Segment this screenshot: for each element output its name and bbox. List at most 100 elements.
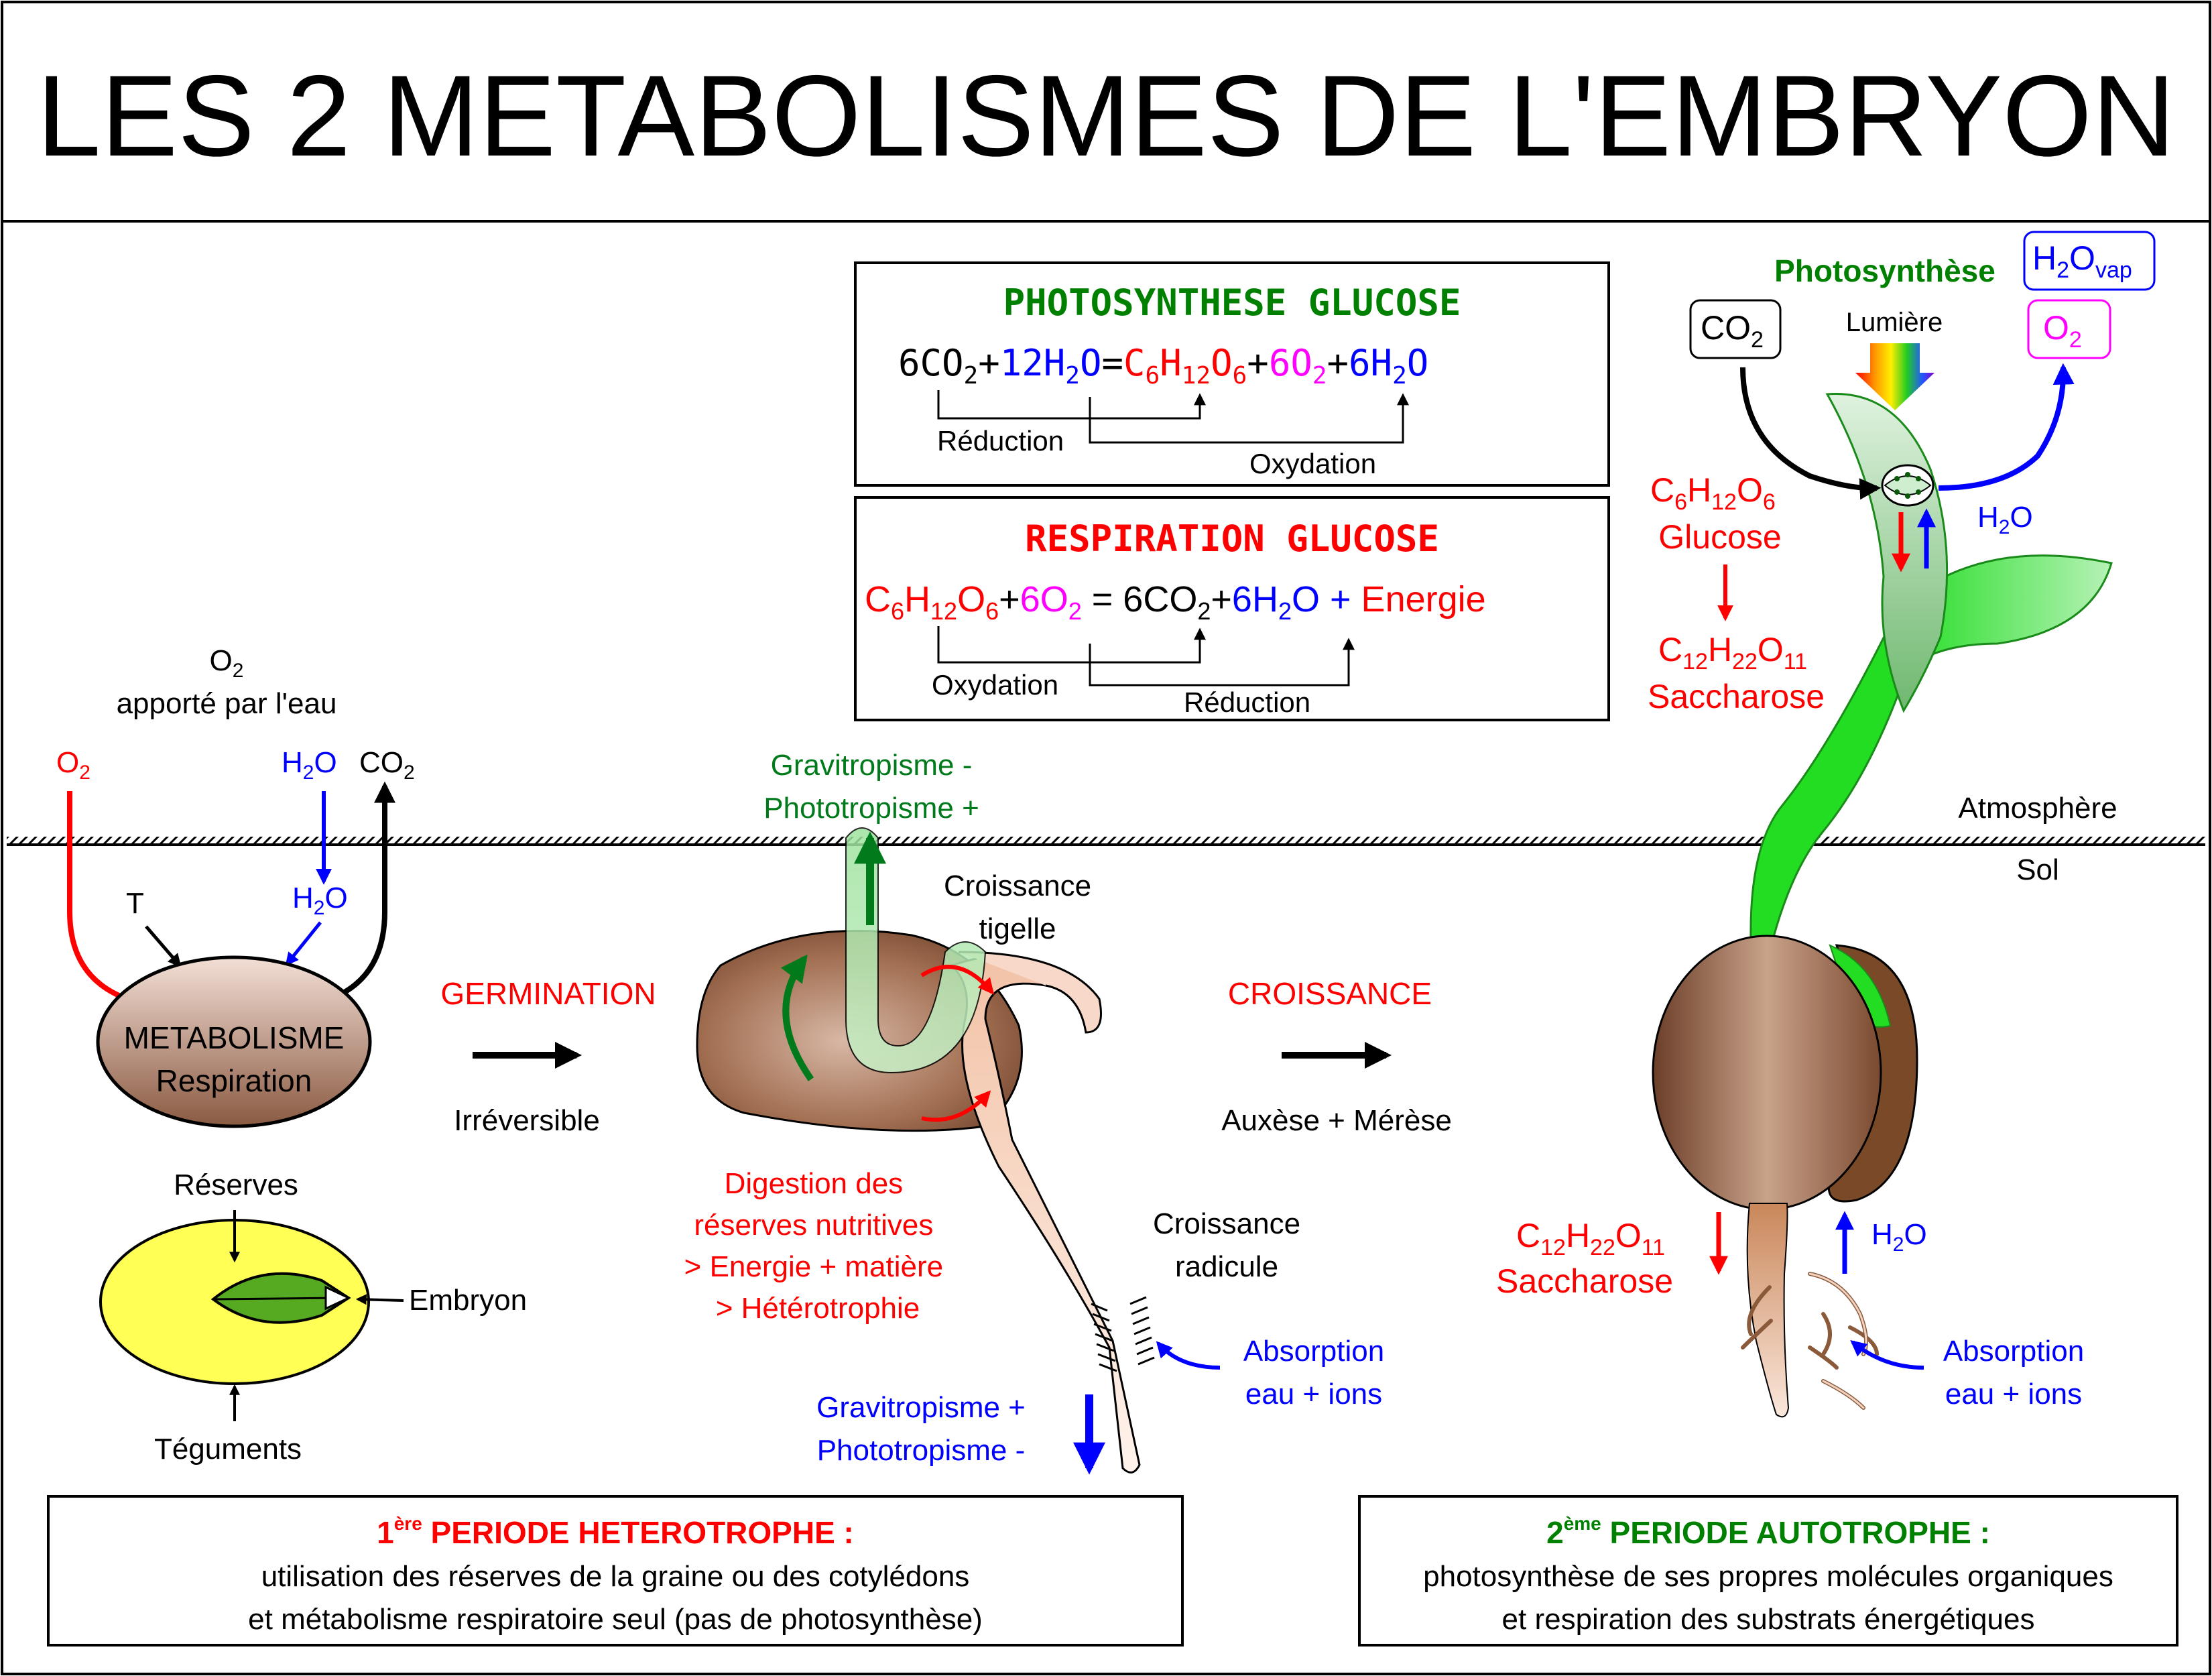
photosynthesis-box: PHOTOSYNTHESE GLUCOSE 6CO2+12H2O=C6H12O6…	[854, 261, 1610, 487]
o2-label: O2	[2043, 309, 2082, 353]
tigelle-label-2: tigelle	[979, 912, 1056, 945]
embryo-label: Embryon	[409, 1284, 527, 1317]
radicule-label-1: Croissance	[1153, 1207, 1300, 1240]
bottom-right-box: 2ème PERIODE AUTOTROPHE : photosynthèse …	[1358, 1495, 2178, 1647]
second-leaf	[1896, 554, 2113, 680]
middle-panel: Gravitropisme - Phototropisme + Croissan…	[684, 749, 1384, 1475]
h2o-leaf-label: H2O	[1977, 501, 2033, 538]
bottom-left-line2: et métabolisme respiratoire seul (pas de…	[248, 1603, 983, 1636]
light-arrow	[1855, 343, 1934, 410]
right-panel: Photosynthèse H2Ovap CO2 Lumière O2	[1496, 231, 2156, 1418]
temperature-arrow	[145, 925, 182, 968]
o2-box	[2027, 299, 2111, 359]
respiration-title: RESPIRATION GLUCOSE	[1025, 518, 1439, 560]
left-panel: O2 apporté par l'eau O2 H2O CO2 T H2O ME…	[56, 644, 527, 1465]
absorption-label-right-2: eau + ions	[1945, 1378, 2082, 1411]
hypocotyl	[845, 827, 987, 1074]
tigelle-label-1: Croissance	[944, 870, 1091, 902]
o2-water-label: apporté par l'eau	[117, 687, 337, 720]
photosynthesis-box-border	[854, 261, 1610, 487]
absorption-label-right-1: Absorption	[1943, 1335, 2084, 1368]
sucrose-root-formula: C12H22O11	[1516, 1217, 1665, 1260]
embryo-arrow	[355, 1294, 404, 1305]
respiration-reduction-label: Réduction	[1184, 686, 1310, 718]
green-seed-arrow	[780, 954, 814, 1081]
right-seed	[1652, 935, 1882, 1211]
radicle-side	[958, 951, 1102, 1034]
respiration-oxydation-bracket	[937, 626, 1206, 664]
h2o-soil-arrow	[285, 921, 322, 967]
co2-label: CO2	[1701, 309, 1764, 353]
bottom-left-line1: utilisation des réserves de la graine ou…	[261, 1560, 970, 1593]
germination-sublabel: Irréversible	[454, 1104, 600, 1137]
glucose-name: Glucose	[1658, 518, 1781, 556]
croissance-label: CROISSANCE	[1228, 976, 1432, 1011]
croissance-sublabel: Auxèse + Mérèse	[1221, 1104, 1452, 1137]
glucose-formula: C6H12O6	[1650, 471, 1776, 515]
respiration-box: RESPIRATION GLUCOSE C6H12O6+6O2 = 6CO2+6…	[854, 496, 1610, 721]
tropism-up-label-2: Phototropisme +	[763, 792, 979, 825]
bottom-left-box: 1ère PERIODE HETEROTROPHE : utilisation …	[47, 1495, 1184, 1647]
embryo-tip	[324, 1285, 351, 1311]
h2o-in-label: H2O	[282, 746, 337, 784]
atmosphere-label: Atmosphère	[1958, 792, 2117, 825]
respiration-box-border	[854, 496, 1610, 721]
sol-label: Sol	[2016, 853, 2059, 886]
tropism-up-label-1: Gravitropisme -	[771, 749, 973, 782]
digestion-arrow-bottom	[921, 1090, 991, 1122]
photosynthesis-oxydation-label: Oxydation	[1249, 448, 1376, 479]
h2ovap-label: H2Ovap	[2032, 239, 2132, 283]
bottom-right-title: 2ème PERIODE AUTOTROPHE :	[1546, 1513, 1990, 1550]
absorption-arrow-right	[1850, 1339, 1924, 1370]
germination-step: GERMINATION Irréversible	[440, 976, 656, 1137]
respiration-reduction-bracket	[1089, 638, 1355, 686]
bottom-left-box-border	[47, 1495, 1184, 1647]
photosynthesis-title: PHOTOSYNTHESE GLUCOSE	[1003, 282, 1461, 324]
photosynthesis-reduction-label: Réduction	[937, 425, 1064, 457]
h2o-soil-label: H2O	[292, 882, 348, 919]
photosynthese-label: Photosynthèse	[1774, 253, 1995, 288]
respiration-equation: C6H12O6+6O2 = 6CO2+6H2O + Energie	[865, 579, 1486, 625]
germination-label: GERMINATION	[440, 976, 656, 1011]
absorption-label-middle-1: Absorption	[1243, 1335, 1384, 1368]
h2o-root-label: H2O	[1871, 1218, 1927, 1256]
photosynthesis-equation: 6CO2+12H2O=C6H12O6+6O2+6H2O	[898, 342, 1428, 390]
metabolism-ellipse	[96, 955, 372, 1128]
right-root	[1746, 1203, 1790, 1418]
metabolism-label: METABOLISME	[124, 1020, 345, 1055]
respiration-label: Respiration	[156, 1063, 312, 1098]
o2-in-label: O2	[56, 746, 90, 784]
h2ovap-box	[2023, 231, 2156, 291]
croissance-step: CROISSANCE Auxèse + Mérèse	[1221, 976, 1452, 1137]
lumiere-label: Lumière	[1846, 308, 1943, 337]
co2-box	[1689, 299, 1782, 359]
digestion-label: Digestion des réserves nutritives > Ener…	[684, 1167, 952, 1325]
teguments-label: Téguments	[154, 1433, 302, 1465]
sucrose-root-name: Saccharose	[1496, 1262, 1673, 1300]
o2-top-label: O2	[210, 644, 244, 682]
root-hairs	[1091, 1296, 1155, 1372]
photosynthesis-reduction-bracket	[937, 390, 1206, 420]
respiration-oxydation-label: Oxydation	[932, 669, 1058, 701]
absorption-arrow-middle	[1156, 1341, 1221, 1370]
bottom-left-title: 1ère PERIODE HETEROTROPHE :	[377, 1513, 854, 1550]
digestion-arrow-top	[920, 965, 995, 995]
sucrose-formula: C12H22O11	[1658, 631, 1807, 674]
tropism-down-label-1: Gravitropisme +	[816, 1391, 1026, 1424]
co2-in-arrow	[1740, 367, 1882, 500]
co2-out-label: CO2	[359, 746, 415, 784]
sucrose-name: Saccharose	[1648, 678, 1825, 715]
absorption-label-middle-2: eau + ions	[1245, 1378, 1382, 1411]
bottom-right-line1: photosynthèse de ses propres molécules o…	[1423, 1560, 2113, 1593]
h2ovap-o2-out-arrow	[1938, 363, 2075, 491]
stoma-icon	[1881, 464, 1934, 507]
reserves-label: Réserves	[174, 1169, 298, 1201]
temperature-label: T	[126, 887, 144, 920]
bottom-right-line2: et respiration des substrats énergétique…	[1502, 1603, 2035, 1636]
photosynthesis-oxydation-bracket	[1089, 393, 1409, 444]
tropism-down-label-2: Phototropisme -	[817, 1434, 1026, 1467]
radicule-label-2: radicule	[1175, 1250, 1278, 1283]
bottom-right-box-border	[1358, 1495, 2178, 1647]
